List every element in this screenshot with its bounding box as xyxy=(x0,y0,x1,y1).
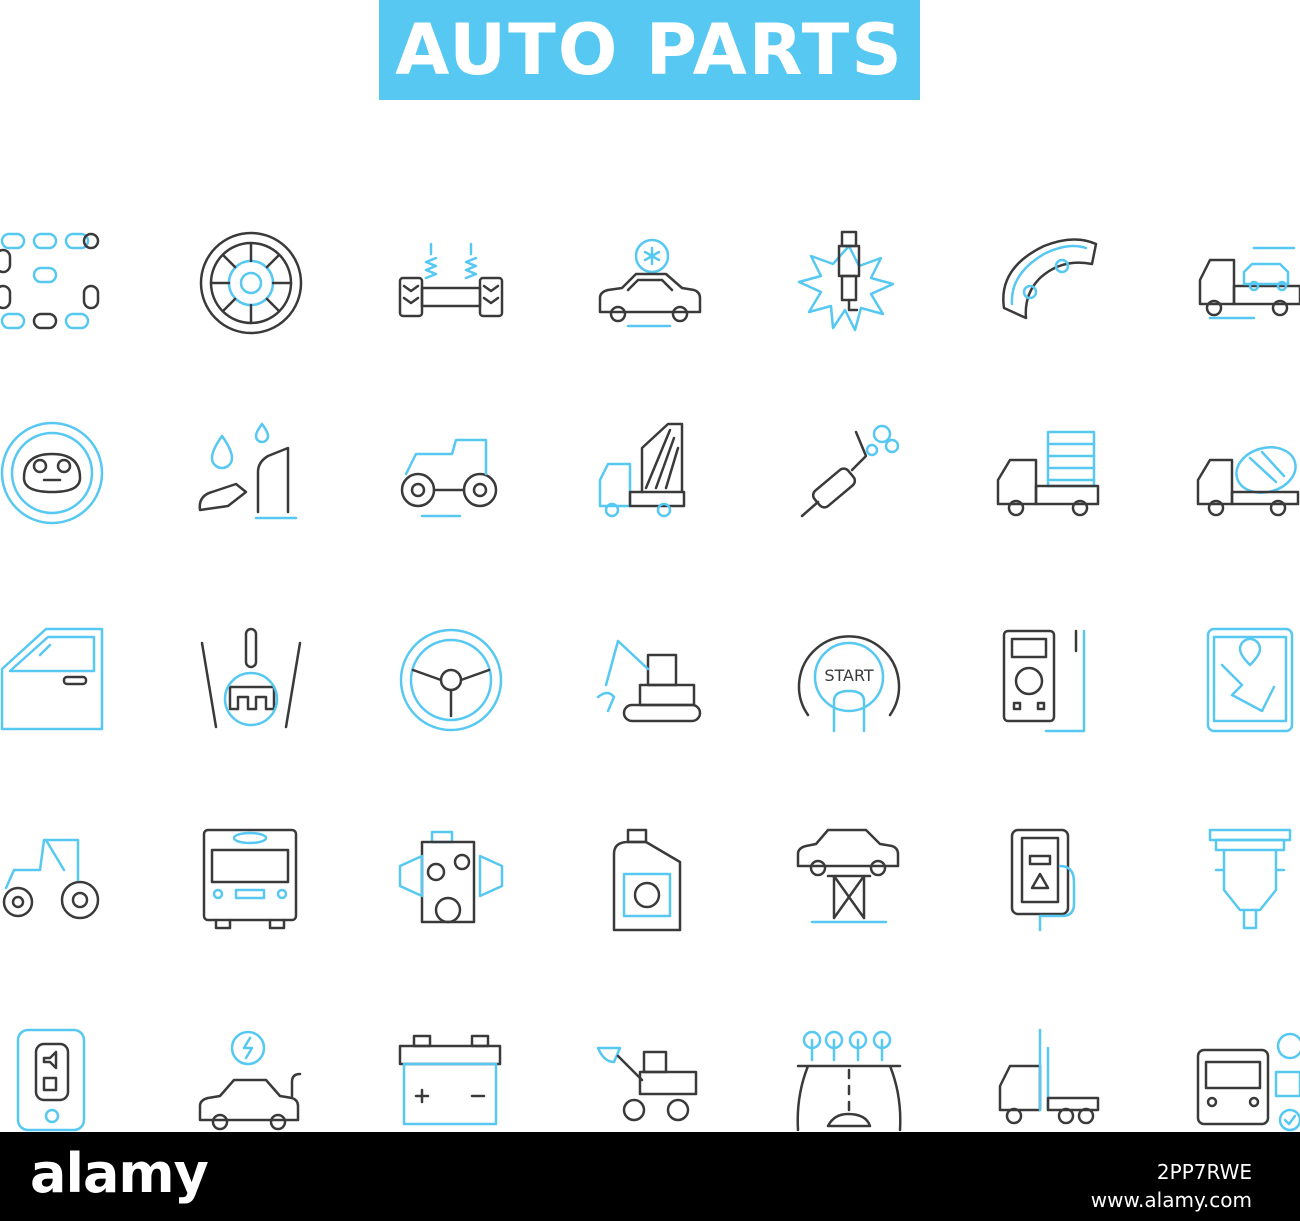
cargo-truck-icon xyxy=(994,418,1104,528)
spark-plug-icon xyxy=(794,228,904,338)
electric-car-icon xyxy=(196,1026,306,1136)
icon-grid: START xyxy=(0,228,1300,1132)
gear-shift-icon xyxy=(196,625,306,735)
steering-wheel-icon xyxy=(396,625,506,735)
motor-oil-icon xyxy=(594,826,704,936)
car-ac-icon xyxy=(594,228,704,338)
title-banner: AUTO PARTS xyxy=(379,0,920,100)
start-button-icon: START xyxy=(794,625,904,735)
road-trees-icon xyxy=(794,1026,904,1136)
page-title: AUTO PARTS xyxy=(395,9,904,91)
farm-tractor-icon xyxy=(0,826,110,936)
car-lift-icon xyxy=(794,826,904,936)
bus-stats-icon xyxy=(1194,1026,1300,1136)
dashboard-gauge-icon xyxy=(0,418,110,528)
footer-image-id: 2PP7RWE xyxy=(1156,1160,1252,1184)
multimeter-icon xyxy=(994,625,1104,735)
car-key-fob-icon xyxy=(0,1026,110,1136)
fuel-pump-icon xyxy=(196,418,306,528)
exhaust-muffler-icon xyxy=(794,418,904,528)
phone-app-icon xyxy=(994,826,1104,936)
bike-chain-icon xyxy=(0,228,110,338)
cement-mixer-icon xyxy=(1194,418,1300,528)
footer-logo: alamy xyxy=(30,1142,209,1205)
suspension-icon xyxy=(396,228,506,338)
footer-url: www.alamy.com xyxy=(1090,1188,1252,1212)
semi-truck-icon xyxy=(994,1026,1104,1136)
excavator-icon xyxy=(594,625,704,735)
car-battery-icon xyxy=(396,1026,506,1136)
tablet-map-icon xyxy=(1194,625,1300,735)
tractor-icon xyxy=(396,418,506,528)
bus-front-icon xyxy=(196,826,306,936)
car-door-icon xyxy=(0,625,110,735)
brake-pad-icon xyxy=(994,228,1104,338)
svg-text:START: START xyxy=(824,666,874,685)
air-filter-icon xyxy=(1194,826,1300,936)
front-loader-icon xyxy=(594,1026,704,1136)
dump-truck-icon xyxy=(594,418,704,528)
engine-block-icon xyxy=(396,826,506,936)
clutch-disc-icon xyxy=(196,228,306,338)
footer-bar: alamy 2PP7RWE www.alamy.com xyxy=(0,1132,1300,1221)
tow-truck-icon xyxy=(1194,228,1300,338)
